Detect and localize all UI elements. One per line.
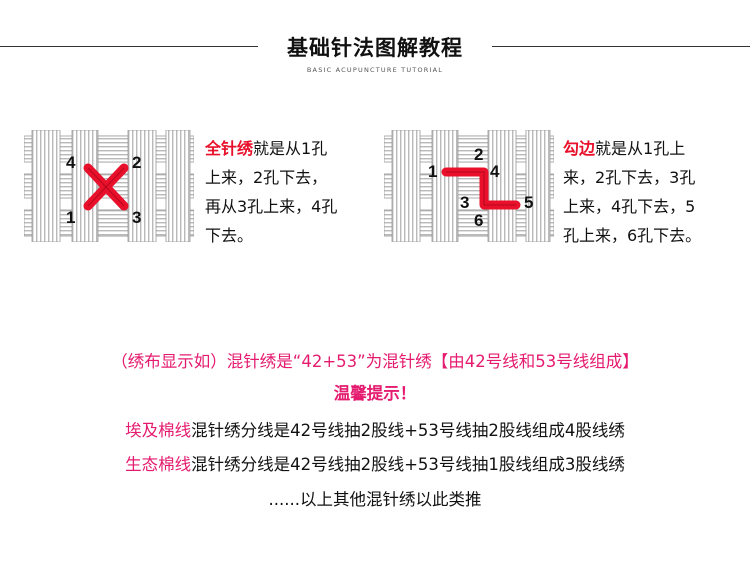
backstitch-desc-line-4: 孔上来，6孔下去。 xyxy=(563,226,702,245)
weave-vertical xyxy=(391,130,551,242)
hole-label-3: 3 xyxy=(132,208,141,227)
hole-label-6: 6 xyxy=(474,211,483,230)
backstitch-line xyxy=(441,167,521,210)
backstitch-description: 勾边就是从1孔上 来，2孔下去，3孔 上来，4孔下去，5 孔上来，6孔下去。 xyxy=(563,134,748,250)
cross-stitch-desc-line-2: 上来，2孔下去， xyxy=(205,168,328,187)
other-mixed-note: ......以上其他混针绣以此类推 xyxy=(268,490,482,509)
backstitch-desc-line-2: 来，2孔下去，3孔 xyxy=(563,168,696,187)
cross-stitch-desc-line-4: 下去。 xyxy=(205,226,254,245)
hole-label-5: 5 xyxy=(524,193,533,212)
hole-label-2: 2 xyxy=(474,145,483,164)
backstitch-name: 勾边 xyxy=(563,139,596,158)
cross-stitch-desc-line-1: 就是从1孔 xyxy=(253,139,328,158)
weave-vertical xyxy=(31,130,191,242)
header-rule-right xyxy=(492,46,750,47)
egyptian-cotton-label: 埃及棉线 xyxy=(125,421,192,440)
cross-stitch-name: 全针绣 xyxy=(205,139,254,158)
hole-label-4: 4 xyxy=(490,162,500,181)
cross-stitch-description: 全针绣就是从1孔 上来，2孔下去， 再从3孔上来，4孔 下去。 xyxy=(205,134,375,250)
egyptian-cotton-text: 混针绣分线是42号线抽2股线+53号线抽2股线组成4股线绣 xyxy=(191,421,625,440)
eco-cotton-label: 生态棉线 xyxy=(125,455,192,474)
backstitch-desc-line-1: 就是从1孔上 xyxy=(595,139,686,158)
eco-cotton-note: 生态棉线混针绣分线是42号线抽2股线+53号线抽1股线组成3股线绣 xyxy=(0,451,750,475)
page-subtitle: BASIC ACUPUNCTURE TUTORIAL xyxy=(306,66,444,74)
egyptian-cotton-note: 埃及棉线混针绣分线是42号线抽2股线+53号线抽2股线组成4股线绣 xyxy=(0,417,750,441)
page-header: 基础针法图解教程 BASIC ACUPUNCTURE TUTORIAL xyxy=(0,0,750,90)
hole-label-2: 2 xyxy=(132,153,141,172)
backstitch-diagram: 1 2 4 3 5 6 xyxy=(384,130,554,242)
cross-stitch-desc-line-3: 再从3孔上来，4孔 xyxy=(205,197,338,216)
header-rule-left xyxy=(0,46,258,47)
hole-label-3: 3 xyxy=(460,193,469,212)
hole-label-4: 4 xyxy=(66,153,76,172)
cross-stitch-diagram: 4 2 1 3 xyxy=(24,130,194,242)
hole-label-1: 1 xyxy=(66,208,75,227)
backstitch-desc-line-3: 上来，4孔下去，5 xyxy=(563,197,696,216)
cross-stitch-x xyxy=(83,163,129,211)
tip-title: 温馨提示！ xyxy=(333,384,417,403)
hole-label-1: 1 xyxy=(428,162,437,181)
mixed-stitch-explanation: （绣布显示如）混针绣是“42+53”为混针绣【由42号线和53号线组成】 xyxy=(111,352,639,371)
page-title: 基础针法图解教程 xyxy=(287,36,463,60)
eco-cotton-text: 混针绣分线是42号线抽2股线+53号线抽1股线组成3股线绣 xyxy=(191,455,625,474)
